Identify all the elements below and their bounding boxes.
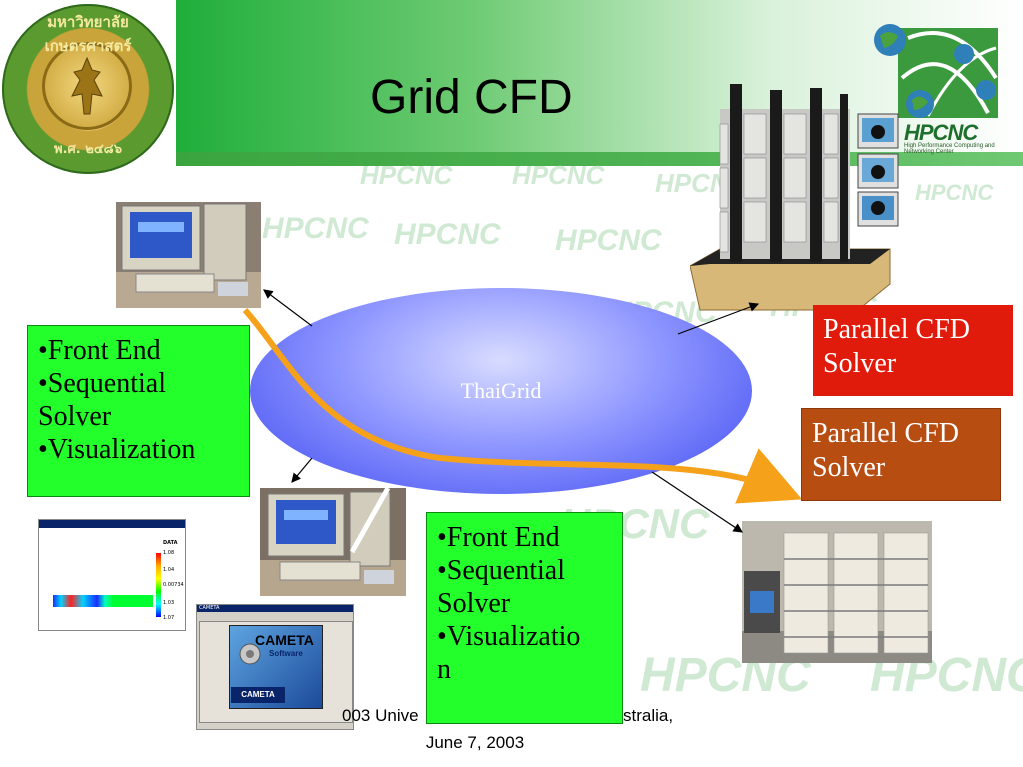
frontend-features-box-bottom: •Front End •Sequential Solver •Visualiza… (426, 512, 623, 724)
cameta-splash-badge: CAMETA (231, 687, 285, 703)
server-room-photo (742, 521, 932, 663)
workstation-photo (260, 488, 406, 596)
watermark-text: HPCNC (555, 224, 662, 257)
seal-top-text: มหาวิทยาลัยเกษตรศาสตร์ (44, 13, 132, 55)
legend-title: DATA (163, 540, 178, 546)
arrow-to-server-room (651, 471, 743, 533)
legend-tick: 1.08 (163, 550, 175, 556)
white-divider (349, 486, 391, 554)
feature-item: •Visualizatio (437, 621, 581, 652)
watermark-text: HPCNC (360, 160, 453, 190)
legend-tick: 1.03 (163, 600, 175, 606)
feature-item: •Front End (437, 522, 560, 553)
watermark-text: HPCNC (915, 180, 994, 205)
window-titlebar (39, 520, 185, 528)
legend-tick: 1.04 (163, 567, 175, 573)
feature-item: •Sequential (38, 368, 166, 399)
cluster-tower-photo (690, 84, 899, 311)
footer-text-left: 003 Unive (342, 706, 419, 725)
feature-item: Solver (437, 588, 511, 619)
legend-tick: 0.00734 (163, 582, 184, 588)
watermark-text: HPCNC (512, 160, 605, 190)
cameta-splash-subtitle: Software (269, 649, 303, 658)
cameta-splash-title: CAMETA (255, 632, 314, 648)
feature-item: n (437, 654, 451, 685)
watermark-text: HPCNC (262, 212, 369, 245)
frontend-features-box-left: •Front End •Sequential Solver •Visualiza… (27, 325, 250, 497)
parallel-solver-box-brown: Parallel CFD Solver (801, 408, 1001, 501)
hpcnc-logo-icon (874, 24, 998, 118)
seal-bottom-text: พ.ศ. ๒๔๘๖ (54, 142, 122, 157)
feature-item: Solver (38, 401, 112, 432)
seal-figure-icon (71, 56, 103, 115)
visualization-window: DATA 1.08 1.04 0.00734 1.03 1.07 (38, 519, 186, 631)
solver-label-line: Parallel CFD (823, 314, 970, 345)
solver-label-line: Solver (823, 348, 897, 379)
job-flow-arrow (242, 307, 803, 504)
window-titlebar: CAMETA (197, 605, 353, 612)
gear-icon (239, 643, 261, 665)
solver-label-line: Parallel CFD (812, 418, 959, 449)
feature-item: •Front End (38, 335, 161, 366)
hpcnc-logo-text: HPCNC (904, 120, 978, 145)
hpcnc-logo-subtitle: High Performance Computing and Networkin… (904, 143, 995, 155)
thaigrid-label: ThaiGrid (460, 378, 542, 403)
arrow-to-workstation (291, 457, 313, 483)
footer-date: June 7, 2003 (425, 733, 525, 752)
watermark-text: HPCNC (394, 218, 501, 251)
parallel-solver-box-red: Parallel CFD Solver (813, 305, 1013, 396)
workstation-photo (116, 202, 261, 308)
footer-text-right: stralia, (623, 706, 674, 725)
slide-title: Grid CFD (370, 71, 573, 124)
arrow-to-cluster (677, 302, 760, 335)
solver-label-line: Solver (812, 452, 886, 483)
flow-contour (53, 595, 153, 607)
arrow-to-frontend (263, 289, 313, 327)
color-legend-bar (156, 553, 161, 617)
feature-item: •Visualization (38, 434, 196, 465)
legend-tick: 1.07 (163, 615, 175, 621)
feature-item: •Sequential (437, 555, 565, 586)
cameta-window: CAMETA CAMETA Software CAMETA (196, 604, 354, 730)
